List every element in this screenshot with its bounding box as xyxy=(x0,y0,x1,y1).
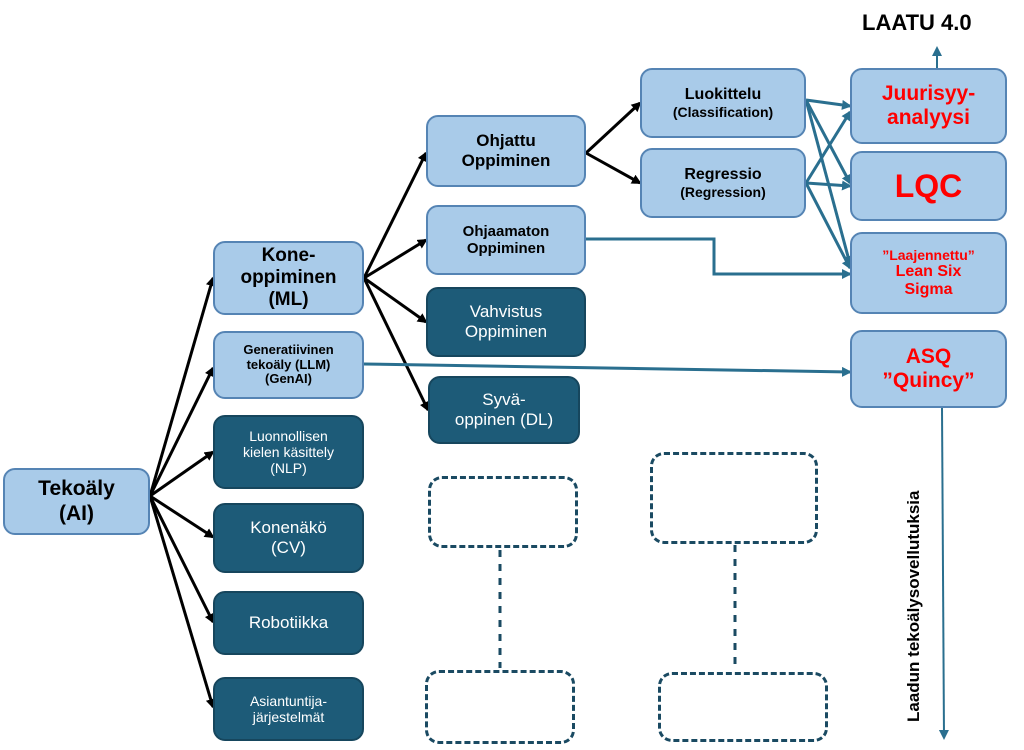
node-tekoaly-line1: Tekoäly xyxy=(38,477,115,501)
node-cv-line1: Konenäkö xyxy=(250,518,327,538)
node-kone-line3: (ML) xyxy=(268,288,309,310)
node-juurisyy-line1: Juurisyy- xyxy=(881,81,976,105)
node-asq-line1: ASQ xyxy=(905,344,952,368)
node-lqc-line1: LQC xyxy=(894,167,963,204)
placeholder-box-top-right xyxy=(650,452,818,544)
node-syva-line2: oppinen (DL) xyxy=(454,410,554,429)
link-regression-to-rca xyxy=(804,110,852,184)
title: LAATU 4.0 xyxy=(862,10,972,35)
node-tekoaly: Tekoäly (AI) xyxy=(3,468,150,535)
node-tekoaly-line2: (AI) xyxy=(59,501,94,525)
node-syva-line1: Syvä- xyxy=(482,390,526,410)
node-regressio-line2: (Regression) xyxy=(680,184,766,201)
node-ohjaamaton: Ohjaamaton Oppiminen xyxy=(426,205,586,275)
node-lean-line2: Lean Six xyxy=(895,262,962,280)
link-classification-to-lean xyxy=(804,99,853,266)
link-classification-to-rca xyxy=(805,98,852,110)
placeholder-box-bottom-left xyxy=(425,670,575,744)
arrow-ai-to-ml xyxy=(148,276,216,497)
link-classification-to-lqc xyxy=(804,99,852,185)
node-robotiikka-line1: Robotiikka xyxy=(248,613,329,633)
arrow-ml-to-deep xyxy=(362,277,430,412)
node-nlp-line2: kielen käsittely xyxy=(242,443,335,460)
node-luokittelu-line1: Luokittelu xyxy=(684,85,762,103)
node-nlp: Luonnollisen kielen käsittely (NLP) xyxy=(213,415,364,489)
node-vahvistus-line2: Oppiminen xyxy=(464,322,548,341)
node-kone-line1: Kone- xyxy=(261,245,316,267)
node-koneoppiminen: Kone- oppiminen (ML) xyxy=(213,241,364,315)
node-konenako: Konenäkö (CV) xyxy=(213,503,364,573)
placeholder-box-bottom-right xyxy=(658,672,828,742)
arrow-ai-to-cv xyxy=(149,494,215,539)
node-genai-line1: Generatiivinen xyxy=(243,341,334,357)
arrow-ai-to-robotics xyxy=(148,495,215,624)
node-regressio-line1: Regressio xyxy=(684,165,762,183)
node-nlp-line3: (NLP) xyxy=(270,460,307,477)
node-juurisyy-line2: analyysi xyxy=(887,106,970,129)
arrow-ai-to-genai xyxy=(148,366,215,497)
arrow-ai-to-expert xyxy=(148,495,216,709)
node-lean-line1: ”Laajennettu” xyxy=(882,246,975,263)
node-ohjaamaton-line1: Ohjaamaton xyxy=(462,222,550,240)
node-nlp-line1: Luonnollisen xyxy=(249,427,328,444)
node-syvaoppinen: Syvä- oppinen (DL) xyxy=(428,376,580,444)
node-luokittelu: Luokittelu (Classification) xyxy=(640,68,806,138)
node-robotiikka: Robotiikka xyxy=(213,591,364,655)
node-genai-line3: (GenAI) xyxy=(265,371,312,387)
arrow-supervised-to-classification xyxy=(584,101,642,155)
node-asq-line2: ”Quincy” xyxy=(882,369,975,392)
link-genai-to-asq xyxy=(363,362,852,377)
node-cv-line2: (CV) xyxy=(271,538,306,557)
arrow-ai-to-nlp xyxy=(149,450,215,498)
placeholder-box-top-left xyxy=(428,476,578,548)
node-vahvistus-line1: Vahvistus xyxy=(469,302,543,322)
arrow-supervised-to-regression xyxy=(585,151,642,185)
node-lean-line3: Sigma xyxy=(904,281,953,299)
node-lean-six-sigma: ”Laajennettu” Lean Six Sigma xyxy=(850,232,1007,314)
node-kone-line2: oppiminen xyxy=(240,267,337,289)
node-asiantuntija-line1: Asiantuntija- xyxy=(249,692,328,709)
node-generatiivinen: Generatiivinen tekoäly (LLM) (GenAI) xyxy=(213,331,364,399)
node-lqc: LQC xyxy=(850,151,1007,221)
vertical-label: Laadun tekoälysovellutuksia xyxy=(904,490,923,722)
node-vahvistus: Vahvistus Oppiminen xyxy=(426,287,586,357)
node-luokittelu-line2: (Classification) xyxy=(672,104,774,121)
node-ohjattu-line1: Ohjattu xyxy=(476,131,536,151)
node-juurisyy: Juurisyy- analyysi xyxy=(850,68,1007,144)
arrow-ml-to-reinforcement xyxy=(363,276,428,324)
node-asq-quincy: ASQ ”Quincy” xyxy=(850,330,1007,408)
node-asiantuntija-line2: järjestelmät xyxy=(252,709,325,725)
node-regressio: Regressio (Regression) xyxy=(640,148,806,218)
link-unsupervised-to-lean xyxy=(586,237,852,279)
node-ohjattu-line2: Oppiminen xyxy=(461,151,551,170)
arrow-ml-to-supervised xyxy=(362,151,428,279)
node-asiantuntija: Asiantuntija- järjestelmät xyxy=(213,677,364,741)
link-regression-to-lqc xyxy=(805,180,852,191)
arrow-ml-to-unsupervised xyxy=(363,238,428,280)
link-regression-to-lean xyxy=(804,182,852,270)
node-genai-line2: tekoäly (LLM) xyxy=(246,356,331,372)
node-ohjattu: Ohjattu Oppiminen xyxy=(426,115,586,187)
node-ohjaamaton-line2: Oppiminen xyxy=(466,240,546,257)
axis-down xyxy=(938,407,949,740)
